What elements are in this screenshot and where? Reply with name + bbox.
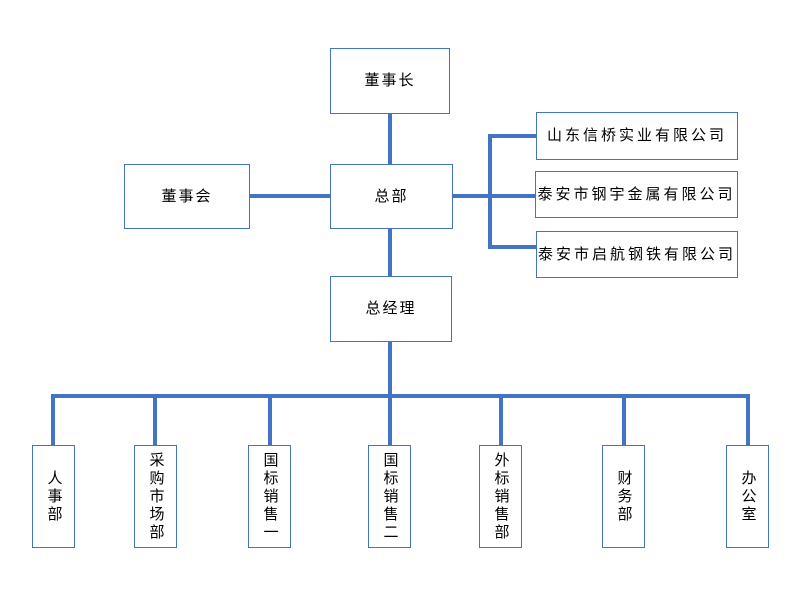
node-general-manager-label: 总经理: [365, 300, 417, 317]
connector-drop-department-7: [746, 394, 750, 446]
connector-drop-department-5: [499, 394, 503, 446]
connector-headquarters-subsidiary-2: [453, 194, 536, 198]
connector-drop-department-1: [51, 394, 55, 446]
node-department-office: 办公室: [726, 445, 769, 548]
node-department-purchasing-market: 采购市场部: [134, 445, 177, 548]
node-board: 董事会: [124, 164, 250, 229]
node-department-office-label: 办公室: [739, 469, 757, 524]
node-subsidiary-3: 泰安市启航钢铁有限公司: [536, 231, 738, 278]
connector-chairman-headquarters: [388, 114, 392, 166]
node-subsidiary-2: 泰安市钢宇金属有限公司: [535, 171, 738, 218]
node-department-domestic-sales-1: 国标销售一: [248, 445, 291, 548]
connector-headquarters-general-manager: [388, 229, 392, 277]
node-subsidiary-1-label: 山东信桥实业有限公司: [546, 127, 727, 144]
node-department-foreign-sales-label: 外标销售部: [492, 451, 510, 542]
node-department-foreign-sales: 外标销售部: [479, 445, 522, 548]
node-department-purchasing-market-label: 采购市场部: [147, 451, 165, 542]
connector-subsidiaries-spine: [488, 134, 492, 249]
connector-drop-department-2: [153, 394, 157, 446]
node-department-domestic-sales-1-label: 国标销售一: [261, 451, 279, 542]
node-chairman: 董事长: [330, 48, 450, 114]
node-department-finance-label: 财务部: [615, 469, 633, 524]
node-department-domestic-sales-2-label: 国标销售二: [381, 451, 399, 542]
connector-departments-bus: [51, 394, 750, 398]
connector-general-manager-bus: [388, 342, 392, 398]
connector-spine-subsidiary-1: [490, 134, 536, 138]
node-subsidiary-1: 山东信桥实业有限公司: [536, 112, 738, 160]
node-general-manager: 总经理: [330, 276, 452, 342]
node-department-hr: 人事部: [32, 445, 75, 548]
node-department-domestic-sales-2: 国标销售二: [368, 445, 411, 548]
node-department-finance: 财务部: [602, 445, 645, 548]
connector-drop-department-4: [388, 394, 392, 446]
connector-drop-department-3: [268, 394, 272, 446]
node-subsidiary-3-label: 泰安市启航钢铁有限公司: [537, 245, 736, 263]
connector-board-headquarters: [249, 194, 330, 198]
node-department-hr-label: 人事部: [45, 469, 63, 524]
connector-drop-department-6: [622, 394, 626, 446]
node-headquarters: 总部: [330, 164, 453, 229]
node-board-label: 董事会: [161, 187, 213, 205]
node-chairman-label: 董事长: [364, 72, 416, 89]
node-headquarters-label: 总部: [374, 187, 409, 205]
node-subsidiary-2-label: 泰安市钢宇金属有限公司: [537, 185, 736, 203]
connector-spine-subsidiary-3: [490, 245, 536, 249]
